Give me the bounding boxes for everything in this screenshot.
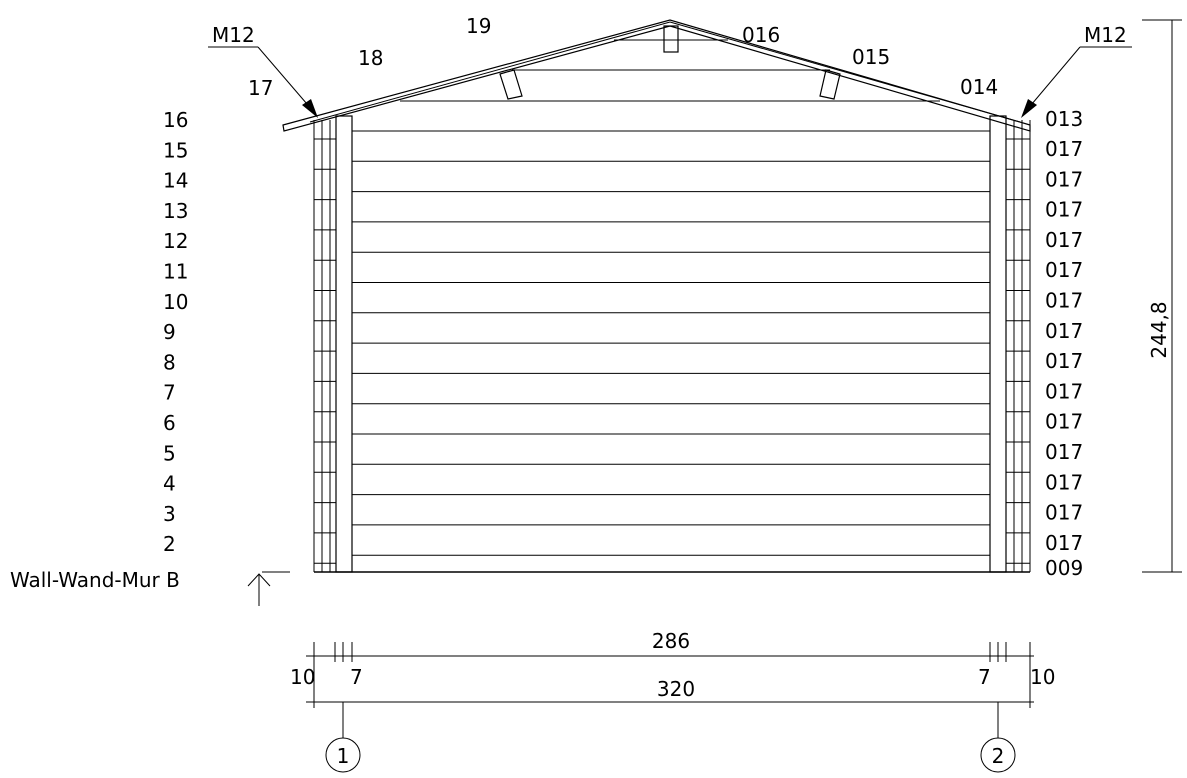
bolt-label-left: M12 [212, 23, 255, 47]
dim-left-overhang: 10 [290, 665, 315, 689]
roof [282, 19, 1031, 132]
bolt-arrow-left [302, 99, 318, 118]
left-log-number: 3 [163, 502, 176, 526]
roof-label-015: 015 [852, 45, 890, 69]
left-log-number: 14 [163, 169, 188, 193]
right-log-code: 017 [1045, 137, 1083, 161]
purlin-left [499, 69, 523, 100]
axis-markers: 1 2 [325, 737, 1016, 773]
bottom-log-code: 009 [1045, 556, 1083, 580]
roof-inner-line-right [669, 21, 1021, 123]
view-arrow-head [247, 573, 271, 587]
roof-label-016: 016 [742, 23, 780, 47]
width-dimensions: 286 320 10 7 7 10 [290, 629, 1055, 738]
axis-marker-1-label: 1 [337, 744, 350, 768]
dim-outer-width: 320 [657, 677, 695, 701]
right-log-code: 017 [1045, 379, 1083, 403]
right-log-code: 017 [1045, 167, 1083, 191]
left-log-number: 5 [163, 441, 176, 465]
left-log-numbers: 16 15 14 13 12 11 10 9 8 7 6 5 4 3 2 [163, 108, 188, 556]
height-dim-value: 244,8 [1147, 301, 1171, 358]
dim-inner-width: 286 [652, 629, 690, 653]
dim-right-overhang: 10 [1030, 665, 1055, 689]
left-log-number: 10 [163, 290, 188, 314]
roof-labels: M12 M12 17 18 19 016 015 014 013 [208, 14, 1132, 131]
roof-label-18: 18 [358, 46, 383, 70]
left-log-number: 16 [163, 108, 188, 132]
left-log-number: 13 [163, 199, 188, 223]
log-lines [314, 130, 1030, 564]
axis-marker-2-circle [980, 737, 1016, 773]
roof-label-19: 19 [466, 14, 491, 38]
dim-left-post: 7 [350, 665, 363, 689]
roof-board [282, 19, 1031, 132]
roof-label-013: 013 [1045, 107, 1083, 131]
right-log-code: 017 [1045, 410, 1083, 434]
right-log-code: 017 [1045, 198, 1083, 222]
roof-inner-line-left [309, 21, 671, 123]
height-dimension: 244,8 [1142, 19, 1182, 573]
right-log-code: 017 [1045, 319, 1083, 343]
wall-label: Wall-Wand-Mur B [10, 568, 180, 592]
axis-marker-2-label: 2 [992, 744, 1005, 768]
left-log-number: 9 [163, 320, 176, 344]
bolt-label-right: M12 [1084, 23, 1127, 47]
corner-post-right [989, 115, 1007, 573]
purlin-right [819, 69, 841, 100]
right-log-code: 017 [1045, 470, 1083, 494]
right-log-code: 017 [1045, 501, 1083, 525]
right-log-code: 017 [1045, 531, 1083, 555]
axis-marker-1-circle [325, 737, 361, 773]
bolt-arrow-right [1021, 99, 1037, 118]
bolt-leader-left [257, 46, 314, 112]
corner-post-left [335, 115, 353, 573]
left-log-number: 6 [163, 411, 176, 435]
right-log-code: 017 [1045, 440, 1083, 464]
left-log-number: 11 [163, 260, 188, 284]
roof-label-17: 17 [248, 76, 273, 100]
right-log-code: 017 [1045, 258, 1083, 282]
right-log-code: 017 [1045, 349, 1083, 373]
left-log-number: 4 [163, 472, 176, 496]
roof-label-014: 014 [960, 75, 998, 99]
left-log-number: 7 [163, 381, 176, 405]
left-log-number: 12 [163, 229, 188, 253]
left-log-number: 2 [163, 532, 176, 556]
wall [313, 115, 1031, 573]
left-log-number: 8 [163, 350, 176, 374]
dim-right-post: 7 [978, 665, 991, 689]
right-log-code: 017 [1045, 289, 1083, 313]
right-log-code: 017 [1045, 228, 1083, 252]
ridge-purlin [663, 25, 679, 53]
left-log-number: 15 [163, 138, 188, 162]
bolt-leader-right [1025, 46, 1081, 112]
right-log-codes: 017 017 017 017 017 017 017 017 017 017 017 017 017 0… [1045, 137, 1083, 555]
